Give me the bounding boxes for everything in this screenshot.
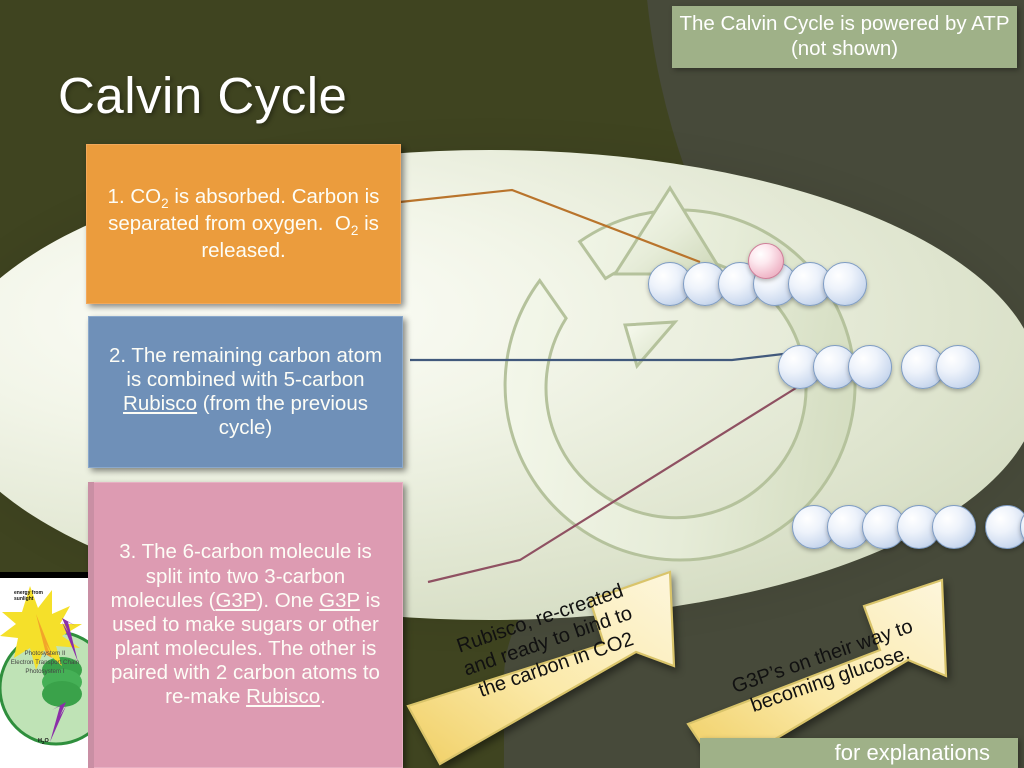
atp-note-text: The Calvin Cycle is powered by ATP (not … bbox=[679, 12, 1010, 60]
thumbnail-graphic bbox=[0, 586, 88, 746]
term-rubisco: Rubisco bbox=[123, 392, 198, 415]
carbon-atom bbox=[936, 345, 980, 389]
step-2-box: 2. The remaining carbon atom is combined… bbox=[88, 316, 403, 468]
page-title: Calvin Cycle bbox=[58, 67, 348, 124]
molecule-chain-middle bbox=[778, 345, 980, 389]
co2-carbon-atom bbox=[748, 243, 784, 279]
carbon-atom bbox=[823, 262, 867, 306]
step-1-box: 1. CO2 is absorbed. Carbon is separated … bbox=[86, 144, 401, 304]
carbon-atom bbox=[788, 262, 832, 306]
molecule-chain-bottom bbox=[792, 505, 1024, 549]
step-2-text: 2. The remaining carbon atom is combined… bbox=[108, 343, 383, 440]
thumbnail-water-label: H2O bbox=[38, 738, 49, 746]
term-g3p: G3P bbox=[319, 588, 360, 612]
atp-note-box: The Calvin Cycle is powered by ATP (not … bbox=[672, 6, 1017, 68]
carbon-atom bbox=[792, 505, 836, 549]
bottom-note-box: for explanations bbox=[700, 738, 1018, 768]
step-3-left-strip bbox=[88, 482, 94, 768]
callout-rubisco: Rubisco, re-created and ready to bind to… bbox=[404, 556, 714, 768]
molecule-chain-top bbox=[648, 262, 867, 306]
bottom-note-text: for explanations bbox=[834, 739, 990, 765]
term-g3p: G3P bbox=[215, 588, 257, 612]
carbon-atom bbox=[932, 505, 976, 549]
step-3-text: 3. The 6-carbon molecule is split into t… bbox=[110, 540, 381, 709]
carbon-atom bbox=[985, 505, 1024, 549]
carbon-atom bbox=[848, 345, 892, 389]
step-3-box: 3. The 6-carbon molecule is split into t… bbox=[88, 482, 403, 768]
term-rubisco: Rubisco bbox=[246, 685, 321, 709]
step-1-text: 1. CO2 is absorbed. Carbon is separated … bbox=[107, 184, 380, 262]
